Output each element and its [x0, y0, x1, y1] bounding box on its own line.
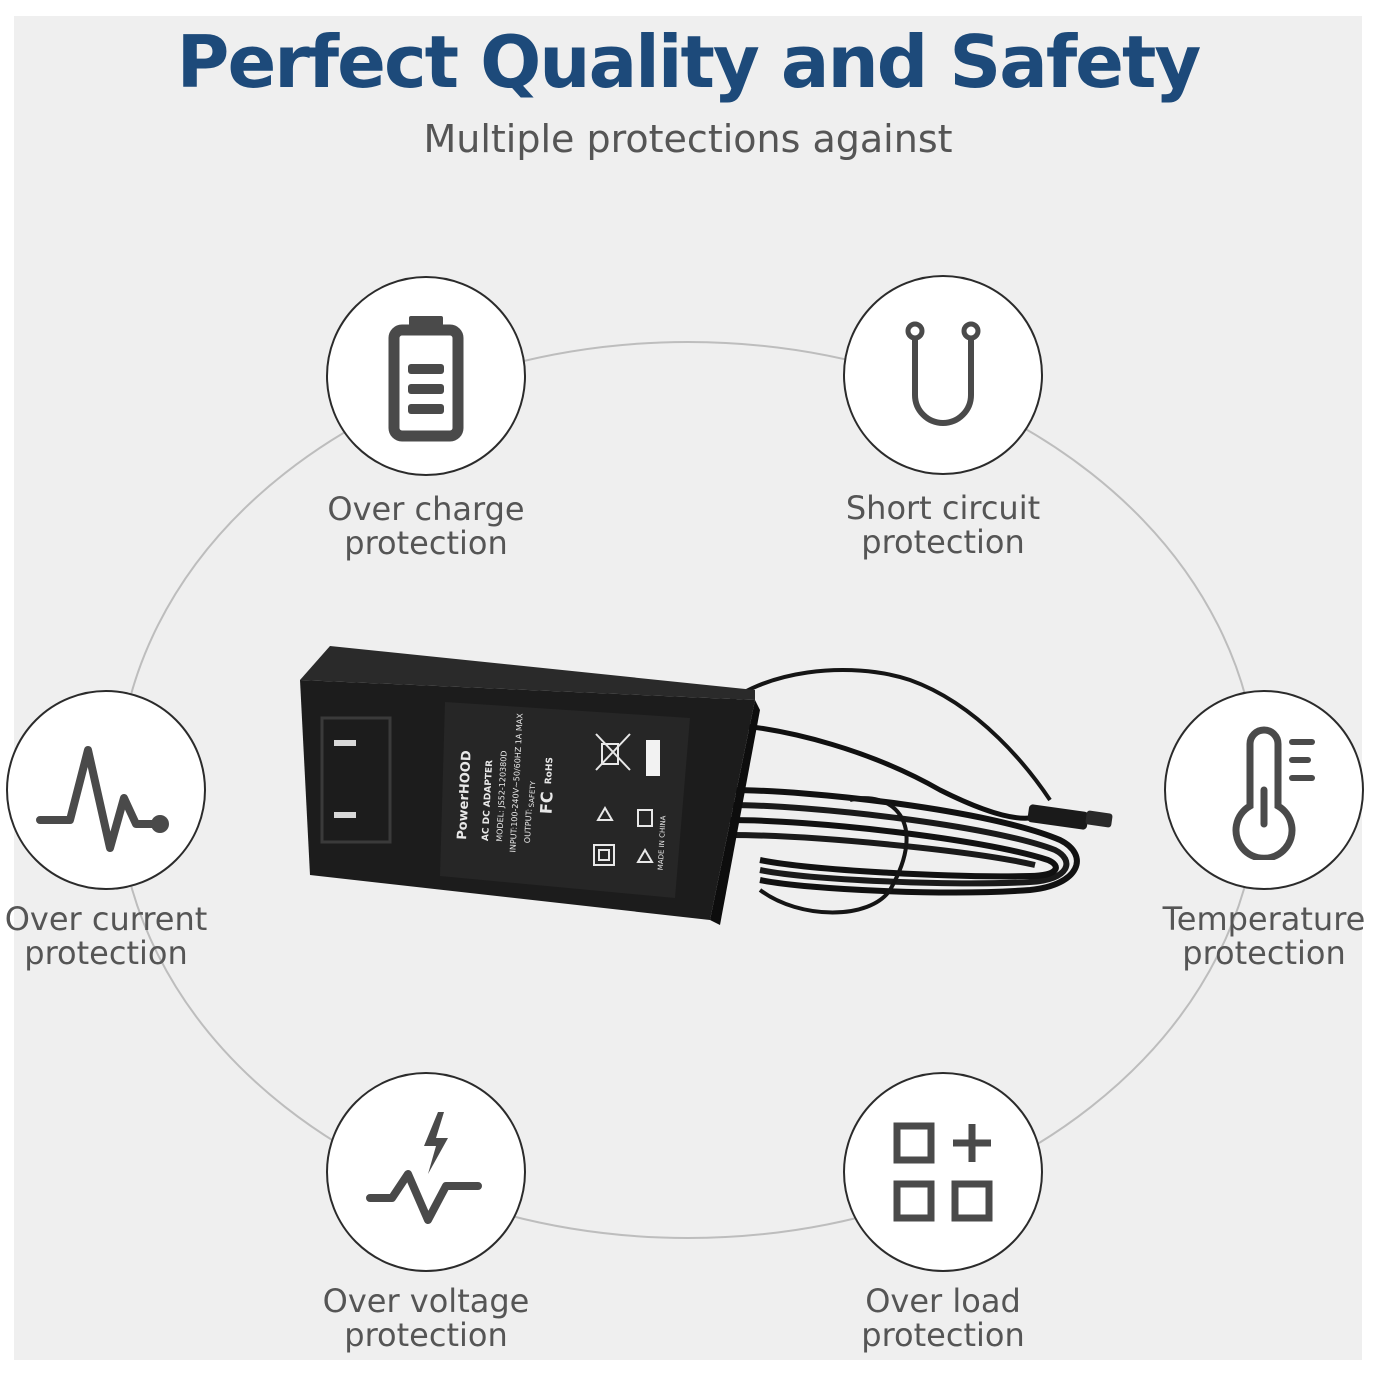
- feature-circle: [326, 1072, 526, 1272]
- battery-icon: [388, 316, 464, 442]
- feature-label: Short circuit protection: [845, 489, 1041, 561]
- pulse-icon: [36, 746, 169, 852]
- safety-mark: SAFETY: [528, 780, 537, 807]
- rohs-mark: RoHS: [544, 757, 555, 785]
- power-adapter-image: PowerHOOD AC DC ADAPTER MODEL: JS52-1203…: [300, 646, 1113, 925]
- feature-label: Over current protection: [4, 900, 208, 972]
- cable: [718, 668, 1052, 802]
- feature-label: Over charge protection: [327, 490, 525, 562]
- grid-plus-icon: [893, 1122, 993, 1222]
- adapter-origin: MADE IN CHINA: [657, 815, 668, 870]
- feature-label: Over load protection: [861, 1282, 1025, 1354]
- feature-label: Temperature protection: [1162, 900, 1366, 972]
- feature-circle: [6, 690, 206, 890]
- thermometer-icon: [1232, 726, 1315, 860]
- adapter-output: OUTPUT:: [523, 809, 534, 844]
- feature-circle: [843, 1072, 1043, 1272]
- feature-circle: [843, 275, 1043, 475]
- fcc-mark: FC: [536, 791, 556, 815]
- lightning-wave-icon: [366, 1112, 482, 1224]
- feature-circle: [1164, 690, 1364, 890]
- u-wire-icon: [905, 321, 981, 426]
- feature-circle: [326, 276, 526, 476]
- page-subtitle: Multiple protections against: [423, 117, 953, 161]
- page-title: Perfect Quality and Safety: [176, 20, 1202, 104]
- feature-label: Over voltage protection: [322, 1282, 530, 1354]
- adapter-brand: PowerHOOD: [455, 750, 475, 840]
- adapter-type: AC DC ADAPTER: [481, 760, 495, 842]
